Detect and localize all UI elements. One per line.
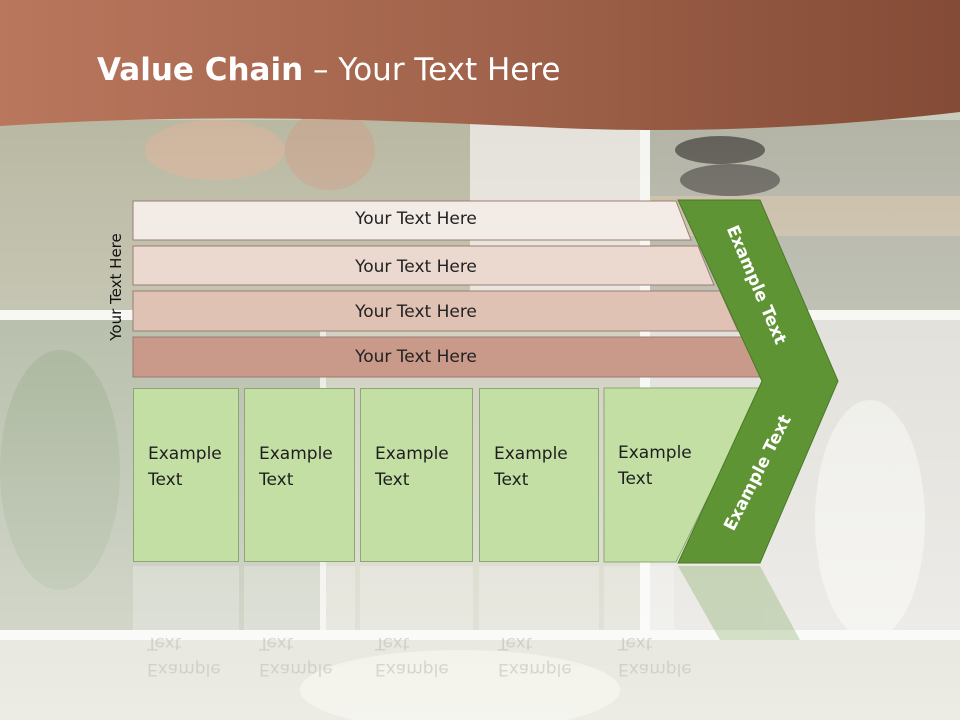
box-line: Example <box>618 443 692 463</box>
box-line: Text <box>618 469 653 489</box>
box-line: Example <box>375 659 449 679</box>
box-line: Example <box>618 659 692 679</box>
box-line: Example <box>148 444 222 464</box>
support-row-3-label: Your Text Here <box>355 302 477 322</box>
support-row-2-label: Your Text Here <box>355 257 477 277</box>
reflection-text: Example Text <box>259 630 333 682</box>
reflection-text: Example Text <box>147 630 221 682</box>
primary-box-5-shape <box>603 387 763 563</box>
box-line: Example <box>259 659 333 679</box>
support-row-4-label: Your Text Here <box>355 347 477 367</box>
box-line: Text <box>148 470 183 490</box>
reflection-text: Example Text <box>375 630 449 682</box>
title-bold: Value Chain <box>97 52 304 88</box>
box-line: Text <box>375 470 410 490</box>
box-line: Example <box>494 444 568 464</box>
box-line: Text <box>498 633 533 653</box>
box-line: Text <box>375 633 410 653</box>
box-line: Example <box>375 444 449 464</box>
box-line: Example <box>259 444 333 464</box>
reflection-text: Example Text <box>618 630 692 682</box>
box-line: Text <box>494 470 529 490</box>
reflection-text: Example Text <box>498 630 572 682</box>
box-line: Text <box>147 633 182 653</box>
box-line: Text <box>259 470 294 490</box>
support-row-1 <box>132 200 692 241</box>
support-row-1-label: Your Text Here <box>355 209 477 229</box>
box-line: Text <box>618 633 653 653</box>
support-row-3 <box>132 290 739 332</box>
support-row-2 <box>132 245 715 286</box>
box-line: Text <box>259 633 294 653</box>
margin-arrow <box>677 199 839 564</box>
box-line: Example <box>498 659 572 679</box>
title-rest: – Your Text Here <box>303 52 561 88</box>
box-line: Example <box>147 659 221 679</box>
slide-title: Value Chain – Your Text Here <box>97 52 560 88</box>
